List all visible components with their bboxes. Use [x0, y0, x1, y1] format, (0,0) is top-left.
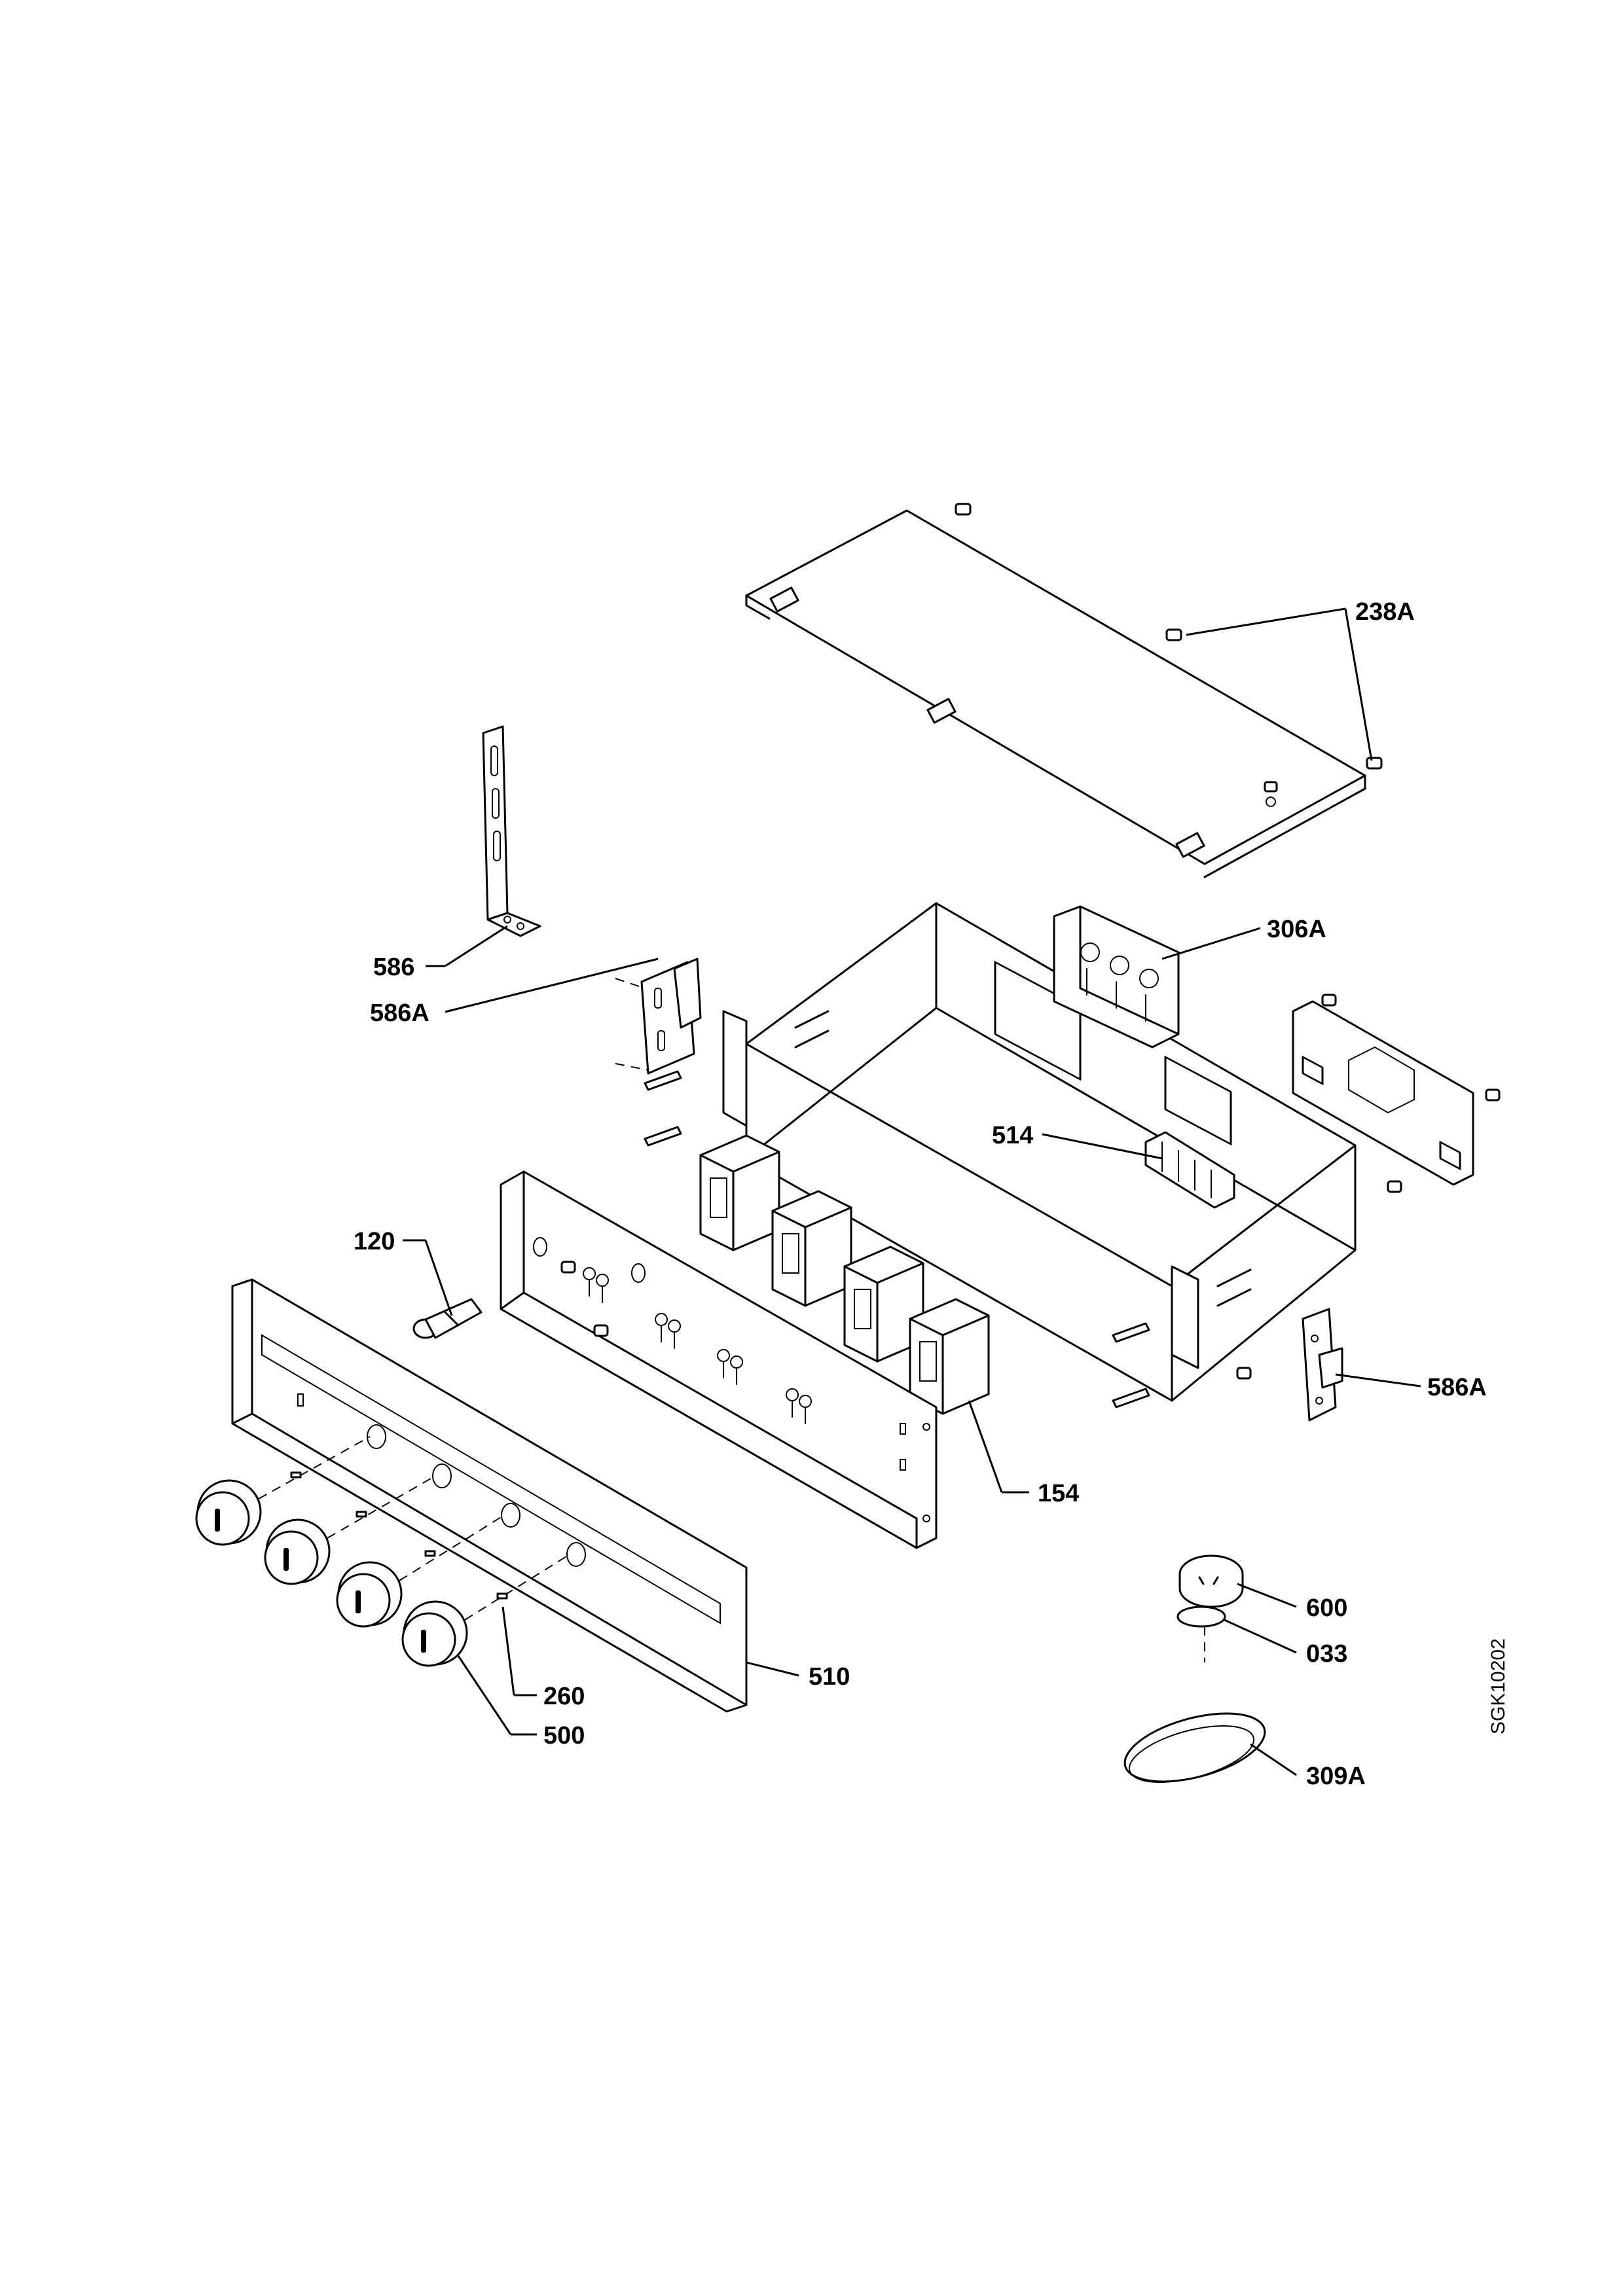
control-knob: [336, 1561, 403, 1628]
bracket-586A-right: [1302, 1308, 1343, 1422]
label-586A-left: 586A: [370, 999, 429, 1027]
cover-cap-309A: [1123, 1712, 1266, 1784]
label-514: 514: [992, 1122, 1033, 1149]
chassis-box: [722, 902, 1357, 1402]
label-260: 260: [543, 1683, 585, 1710]
label-510: 510: [809, 1663, 850, 1691]
control-knob: [264, 1518, 331, 1585]
control-knob: [401, 1600, 468, 1667]
label-586A-right: 586A: [1427, 1374, 1487, 1401]
top-cover-plate: [745, 509, 1366, 878]
label-600: 600: [1306, 1594, 1347, 1622]
leader-lines: [403, 607, 1421, 1776]
control-knob: [195, 1479, 262, 1546]
washer-033: [1176, 1605, 1226, 1662]
adjustable-foot-600: [1178, 1554, 1244, 1608]
label-309A: 309A: [1306, 1763, 1366, 1790]
control-knobs-500: [195, 1436, 570, 1667]
side-circuit-plate: [1292, 1000, 1474, 1186]
part-labels: 238A 306A 586 586A 514 120 586A 154 600 …: [354, 598, 1487, 1790]
label-500: 500: [543, 1722, 585, 1749]
rotary-switch: [699, 1134, 780, 1251]
front-control-panel-510: [231, 1278, 748, 1713]
label-120: 120: [354, 1228, 395, 1255]
keyhole-slots: [583, 1267, 812, 1424]
screw-icon: [644, 994, 1501, 1408]
label-306A: 306A: [1267, 916, 1326, 943]
terminal-block-306A: [1053, 905, 1180, 1049]
rotary-switch: [771, 1190, 852, 1307]
pilot-lamp-120: [412, 1298, 483, 1339]
label-033: 033: [1306, 1640, 1347, 1668]
label-154: 154: [1038, 1480, 1079, 1507]
switch-group-154: [699, 1134, 990, 1415]
connector-514: [1144, 1131, 1235, 1209]
label-238A: 238A: [1355, 598, 1415, 626]
drawing-code: SGK10202: [1487, 1638, 1509, 1734]
inner-mounting-panel: [500, 1170, 938, 1549]
rotary-switch: [909, 1298, 990, 1415]
bracket-586: [482, 725, 541, 937]
bracket-586A-left: [615, 958, 702, 1075]
screw-icon: [560, 1261, 609, 1337]
label-586: 586: [373, 954, 414, 981]
